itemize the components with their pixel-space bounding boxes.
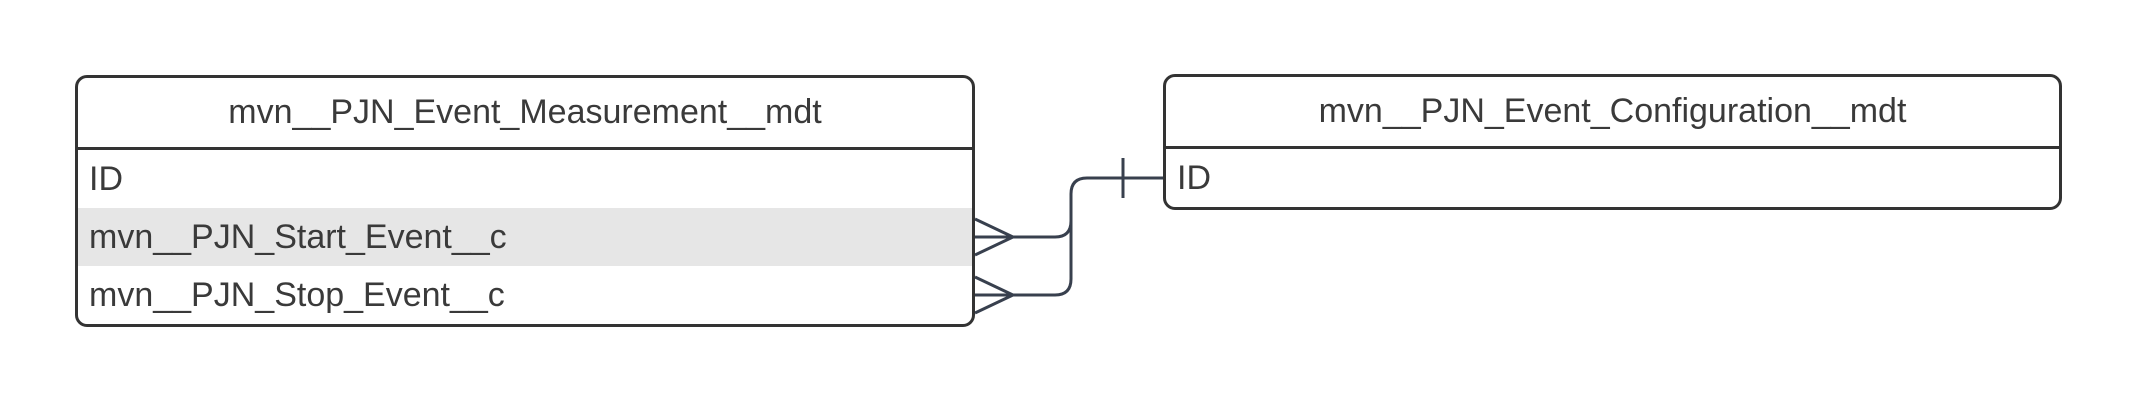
field-row-stop-event[interactable]: mvn__PJN_Stop_Event__c <box>89 275 505 314</box>
field-row-measurement-id[interactable]: ID <box>89 159 123 198</box>
field-row-start-event[interactable]: mvn__PJN_Start_Event__c <box>78 208 972 266</box>
entity-event-configuration[interactable]: mvn__PJN_Event_Configuration__mdt ID <box>1163 74 2062 210</box>
many-crowfoot-icon-start-event <box>974 217 1017 257</box>
field-row-configuration-id[interactable]: ID <box>1177 158 1211 197</box>
many-crowfoot-icon-stop-event <box>974 275 1017 315</box>
entity-event-measurement[interactable]: mvn__PJN_Event_Measurement__mdt ID mvn__… <box>75 75 975 327</box>
entity-event-measurement-title[interactable]: mvn__PJN_Event_Measurement__mdt <box>78 78 972 150</box>
entity-event-configuration-title[interactable]: mvn__PJN_Event_Configuration__mdt <box>1166 77 2059 149</box>
connector-stop-event-to-config-id[interactable] <box>975 200 1073 297</box>
